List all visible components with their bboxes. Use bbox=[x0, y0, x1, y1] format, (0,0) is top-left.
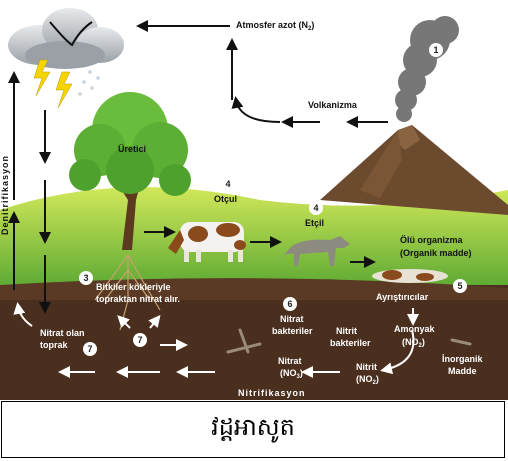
label-inorganic-2: Madde bbox=[448, 366, 477, 376]
step-number-5: 5 bbox=[457, 281, 462, 291]
label-volcanism: Volkanizma bbox=[308, 100, 358, 110]
step-number-1: 1 bbox=[433, 45, 438, 55]
bones bbox=[226, 328, 472, 354]
step-number-4-carnivore: 4 bbox=[313, 203, 318, 213]
storm-cloud bbox=[8, 8, 124, 69]
label-organic-matter: (Organik madde) bbox=[400, 248, 472, 258]
label-inorganic-1: İnorganik bbox=[442, 354, 483, 364]
rain-drops bbox=[78, 70, 100, 96]
label-soil-nitrate: topraktan nitrat alır. bbox=[96, 294, 180, 304]
label-nitrate-formula: (NO3) bbox=[280, 368, 303, 380]
lightning-bolts bbox=[33, 59, 73, 109]
label-ammonia: Amonyak bbox=[394, 324, 436, 334]
label-producer: Üretici bbox=[118, 144, 146, 154]
nitrogen-cycle-illustration: 1 Atmosfer azot (N2) Volkanizma Denitrif… bbox=[0, 8, 508, 400]
cow bbox=[168, 222, 246, 262]
label-denitrification: Denitrifikasyon bbox=[0, 155, 10, 235]
soil bbox=[0, 285, 508, 400]
step-number-7b: 7 bbox=[137, 335, 142, 345]
step-number-4-herbivore: 4 bbox=[225, 179, 230, 189]
step-marker-1 bbox=[429, 43, 443, 57]
label-atmospheric-nitrogen: Atmosfer azot (N2) bbox=[236, 20, 314, 32]
label-nitrite-bacteria-2: bakteriler bbox=[330, 338, 371, 348]
label-herbivore: Otçul bbox=[214, 194, 237, 204]
caption-box: វដ្តអាសូត bbox=[1, 401, 505, 458]
step-number-3: 3 bbox=[83, 273, 88, 283]
label-nitrate-soil-1: Nitrat olan bbox=[40, 328, 85, 338]
volcano bbox=[320, 125, 508, 215]
dead-organism bbox=[372, 269, 448, 283]
tree-roots bbox=[94, 254, 161, 331]
label-plants-roots: Bitkiler kökleriyle bbox=[96, 282, 171, 292]
step-number-7a: 7 bbox=[87, 344, 92, 354]
label-nitrification: Nitrifikasyon bbox=[238, 388, 306, 398]
label-nitrite-bacteria-1: Nitrit bbox=[336, 326, 357, 336]
volcano-smoke bbox=[395, 16, 459, 122]
label-nitrate-soil-2: toprak bbox=[40, 340, 69, 350]
step-number-6: 6 bbox=[287, 299, 292, 309]
wolf bbox=[280, 236, 350, 266]
label-nitrate-bacteria-1: Nitrat bbox=[280, 314, 304, 324]
tree bbox=[69, 92, 191, 250]
label-nitrite: Nitrit bbox=[356, 362, 377, 372]
label-ammonia-formula: (NO2) bbox=[402, 337, 425, 349]
caption-text: វដ្តអាសូត bbox=[211, 413, 295, 441]
label-nitrite-formula: (NO2) bbox=[356, 374, 379, 386]
label-nitrate-bacteria-2: bakteriler bbox=[272, 326, 313, 336]
label-decomposers: Ayrıştırıcılar bbox=[376, 292, 429, 302]
label-nitrate: Nitrat bbox=[278, 356, 302, 366]
label-carnivore: Etçil bbox=[305, 218, 324, 228]
label-dead-organism: Ölü organizma bbox=[400, 235, 464, 245]
